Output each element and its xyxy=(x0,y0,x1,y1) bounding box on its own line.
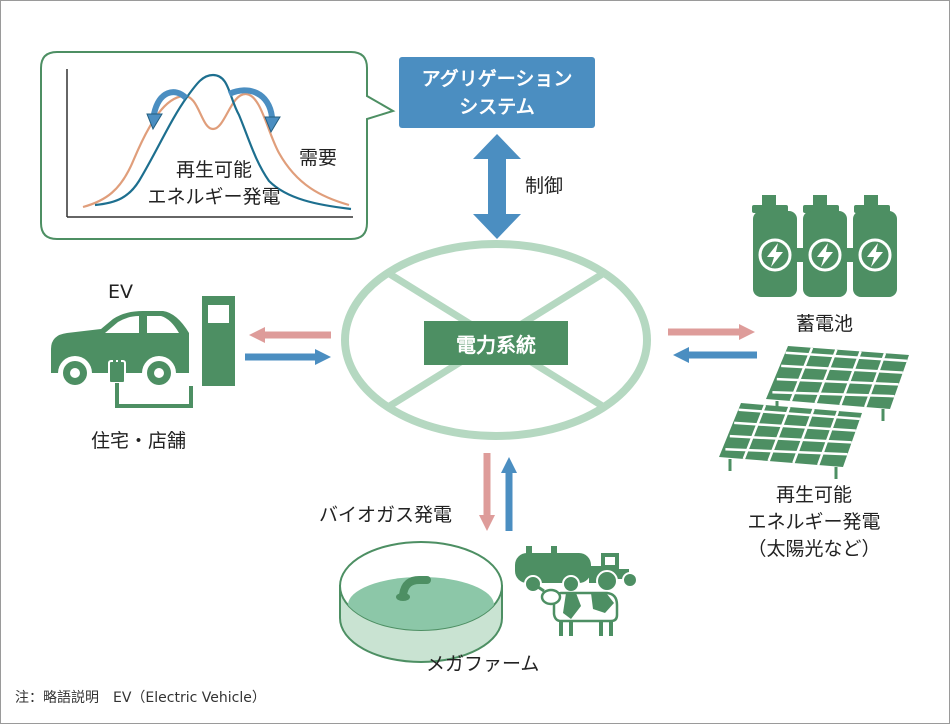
tanker-truck-icon xyxy=(515,546,609,593)
solar-panel-back xyxy=(766,346,909,421)
megafarm-label: メガファーム xyxy=(426,653,540,675)
battery-cell-3 xyxy=(853,195,897,297)
aggregation-box-shape xyxy=(399,57,595,128)
solar-line-2: エネルギー発電 xyxy=(747,511,881,533)
battery-flow-arrows xyxy=(668,324,757,363)
solar-label: 再生可能 エネルギー発電 （太陽光など） xyxy=(729,482,899,563)
biogas-flow-arrows xyxy=(479,453,517,531)
control-label: 制御 xyxy=(525,175,564,197)
battery-label: 蓄電池 xyxy=(796,313,854,335)
biogas-label: バイオガス発電 xyxy=(319,504,453,526)
solar-panel-icons xyxy=(719,346,909,479)
solar-panel-front xyxy=(719,403,862,479)
renewable-curve xyxy=(94,73,352,211)
ev-car-icon xyxy=(51,311,193,408)
ev-label: EV xyxy=(108,281,134,303)
demand-chart-inset xyxy=(40,51,396,240)
biogas-tank-icon xyxy=(339,541,503,663)
aggregation-system-box: アグリゲーション システム xyxy=(399,57,595,128)
power-grid-box: 電力系統 xyxy=(456,332,536,357)
shift-arrow-left xyxy=(151,89,189,115)
inset-renewable-line-2: エネルギー発電 xyxy=(147,186,281,208)
inset-renewable-line-1: 再生可能 xyxy=(175,159,252,181)
solar-line-3: （太陽光など） xyxy=(747,538,881,560)
battery-cell-2 xyxy=(803,195,847,297)
ev-flow-arrows xyxy=(245,327,331,365)
shift-arrow-right xyxy=(227,87,275,118)
footnote: 注：略語説明 EV（Electric Vehicle） xyxy=(15,690,266,706)
inset-demand-label: 需要 xyxy=(299,147,338,169)
aggregation-line-2: システム xyxy=(459,95,535,118)
demand-curve xyxy=(82,92,350,209)
shift-arrow-right-head xyxy=(264,116,281,134)
control-double-arrow xyxy=(473,134,521,239)
cow-icon xyxy=(537,585,619,636)
shift-arrow-left-head xyxy=(146,113,163,131)
battery-cell-1 xyxy=(752,195,797,297)
ev-place-label: 住宅・店舗 xyxy=(91,430,187,452)
grid-box-shape xyxy=(424,321,568,365)
battery-icons xyxy=(752,195,897,297)
tractor-icon xyxy=(595,553,638,592)
inset-renewable-label: 再生可能 エネルギー発電 xyxy=(139,157,289,211)
aggregation-line-1: アグリゲーション xyxy=(421,67,573,90)
solar-line-1: 再生可能 xyxy=(775,484,852,506)
ev-charger-icon xyxy=(202,296,235,386)
